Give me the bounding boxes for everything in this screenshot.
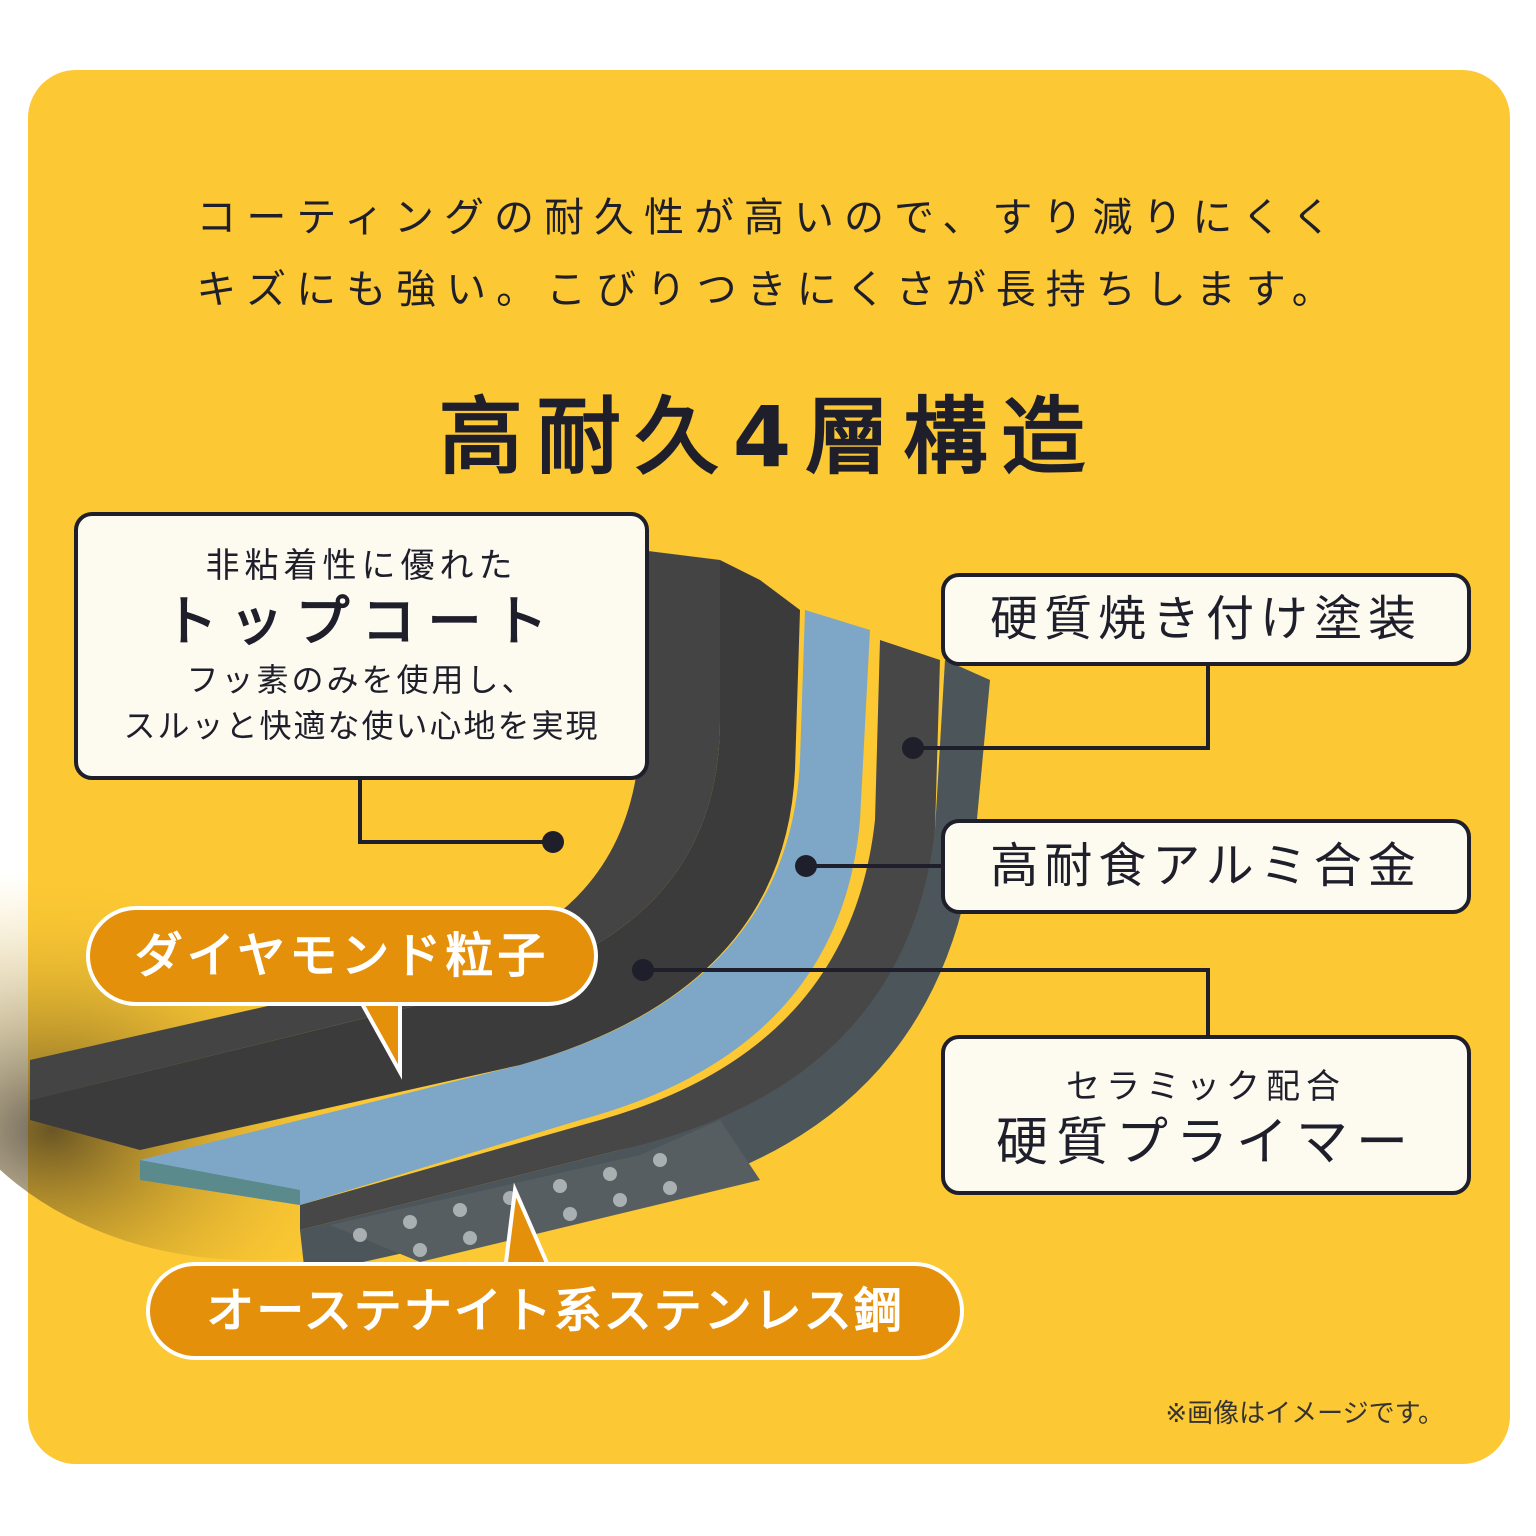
page-title: 高耐久4層構造 [438, 388, 1100, 486]
primer-name: 硬質プライマー [995, 1113, 1416, 1173]
intro-text: コーティングの耐久性が高いので、すり減りにくく キズにも強い。こびりつきにくさが… [28, 182, 1510, 326]
steel-mesh [330, 1120, 760, 1262]
primer-lead: セラミック配合 [1066, 1067, 1346, 1107]
primer-layer [140, 610, 870, 1205]
label-topcoat: 非粘着性に優れた トップコート フッ素のみを使用し、 スルッと快適な使い心地を実… [74, 512, 649, 780]
label-primer: セラミック配合 硬質プライマー [941, 1035, 1471, 1195]
topcoat-desc-1: フッ素のみを使用し、 [186, 661, 537, 699]
leader-lines [358, 665, 1210, 1038]
topcoat-lead: 非粘着性に優れた [205, 546, 518, 586]
topcoat-name: トップコート [163, 590, 560, 653]
topcoat-desc-2: スルッと快適な使い心地を実現 [123, 707, 600, 745]
intro-line-1: コーティングの耐久性が高いので、すり減りにくく [196, 195, 1342, 241]
leader-dots [542, 737, 924, 981]
label-diamond: ダイヤモンド粒子 [86, 906, 598, 1006]
intro-line-2: キズにも強い。こびりつきにくさが長持ちします。 [196, 267, 1342, 313]
image-note: ※画像はイメージです。 [1165, 1399, 1444, 1429]
topcoat-layer [30, 560, 800, 1150]
aluminum-layer [300, 640, 940, 1230]
stainless-layer [300, 660, 990, 1275]
label-aluminum: 高耐食アルミ合金 [941, 819, 1471, 914]
label-baked-coating: 硬質焼き付け塗装 [941, 573, 1471, 666]
label-stainless: オーステナイト系ステンレス鋼 [146, 1262, 964, 1360]
primer-edge [140, 1160, 300, 1205]
